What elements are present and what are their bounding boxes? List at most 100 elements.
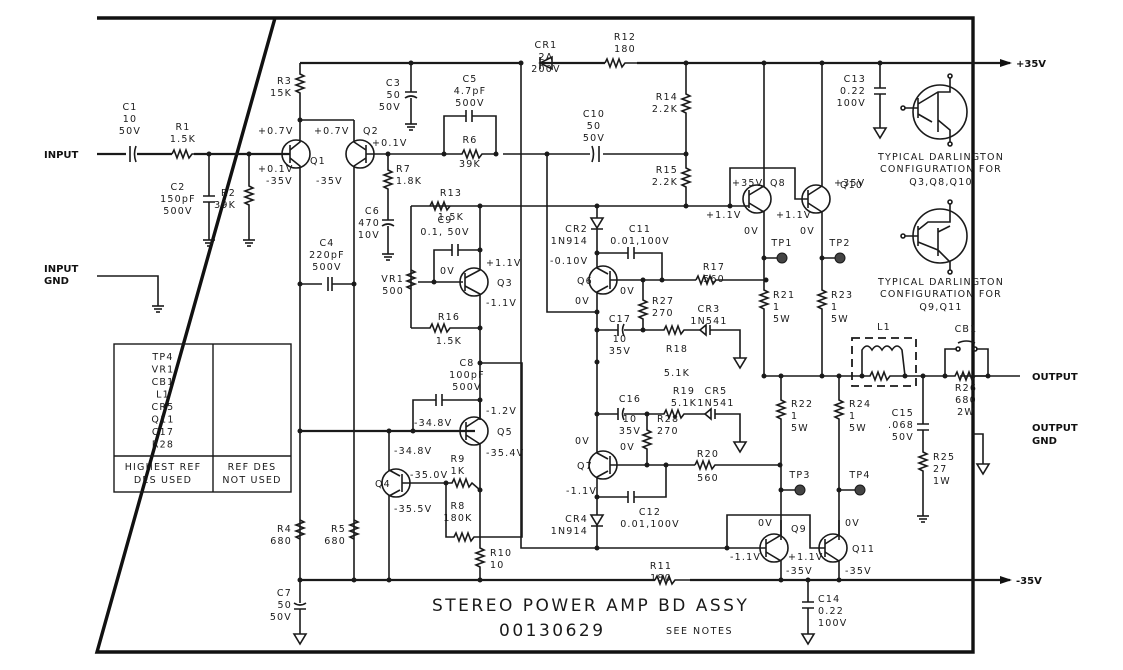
- component-label-r10: R10: [490, 548, 512, 559]
- component-label-cr1: CR1: [535, 40, 558, 51]
- board-frame: [94, 16, 975, 654]
- voltage-label-q11-out: -35V: [845, 566, 872, 577]
- component-label-c6: 10V: [358, 230, 380, 241]
- component-label-c6: C6: [365, 206, 380, 217]
- ref-table-entry: CB1: [152, 377, 175, 388]
- component-label-r26: R26: [955, 383, 977, 394]
- component-label-c16: C16: [619, 394, 641, 405]
- resistor-R17: [695, 273, 766, 287]
- voltage-label-q3-b: 0V: [440, 266, 455, 277]
- voltage-label-q5-b: -34.8V: [414, 418, 452, 429]
- resistor-R24: [832, 376, 846, 540]
- transistor-Q3: [459, 206, 489, 328]
- capacitor-C16: [597, 407, 705, 421]
- component-label-r15: 2.2K: [652, 177, 678, 188]
- component-label-c16: 10: [623, 414, 638, 425]
- transistor-Q10: [794, 63, 831, 258]
- voltage-label-q1-b: +0.1V: [258, 164, 294, 175]
- ref-des-table: [113, 343, 292, 493]
- component-label-c13: 0.22: [840, 86, 866, 97]
- ref-table-entry: Q11: [151, 415, 174, 426]
- component-label-r20: R20: [697, 449, 719, 460]
- resistor-R14-R15: [679, 63, 693, 206]
- component-label-c5: 500V: [455, 98, 484, 109]
- resistor-R28: [640, 414, 654, 465]
- ref-table-entry: TP4: [151, 352, 173, 363]
- capacitor-C15: [916, 376, 930, 508]
- terminal-output: OUTPUT: [1032, 372, 1078, 383]
- component-label-c6: 470: [358, 218, 380, 229]
- component-label-r9: 1K: [451, 466, 466, 477]
- terminal-input-gnd: GND: [44, 276, 69, 287]
- transistor-label-q7: Q7: [577, 461, 593, 472]
- component-label-r10: 10: [490, 560, 505, 571]
- component-label-c3: C3: [386, 78, 401, 89]
- diode-CR1: [538, 55, 553, 71]
- transistor-label-q2: Q2: [363, 126, 379, 137]
- component-label-c12: 0.01,100V: [620, 519, 680, 530]
- circuit-breaker-CB1: [944, 340, 989, 376]
- component-label-c8: 100pF: [449, 370, 485, 381]
- component-label-r21: R21: [773, 290, 795, 301]
- component-label-cr4: 1N914: [551, 526, 588, 537]
- voltage-label-q6-b: 0V: [620, 286, 635, 297]
- resistor-R21: [757, 258, 771, 376]
- voltage-label-q9-b: -1.1V: [730, 552, 761, 563]
- resistor-R23: [815, 258, 829, 376]
- voltage-label-q5-e: -35.4V: [486, 448, 524, 459]
- component-label-c1: 50V: [119, 126, 141, 137]
- ref-table-header: DES USED: [134, 475, 192, 486]
- voltage-label-q4-c: -34.8V: [394, 446, 432, 457]
- capacitor-C12: [597, 465, 667, 503]
- component-label-r22: 5W: [791, 423, 809, 434]
- component-label-c4: C4: [319, 238, 334, 249]
- voltage-label-q8-b: +1.1V: [706, 210, 742, 221]
- resistor-R1: [171, 147, 194, 161]
- transistor-Q9: [727, 520, 789, 580]
- voltage-label-q7-c: 0V: [575, 436, 590, 447]
- component-label-r19: 5.1K: [671, 398, 697, 409]
- component-label-c16: 35V: [619, 426, 641, 437]
- transistor-label-q5: Q5: [497, 427, 513, 438]
- component-label-r26: 2W: [957, 407, 975, 418]
- voltage-label-q11-c: 0V: [845, 518, 860, 529]
- component-label-cr2: CR2: [565, 224, 588, 235]
- component-label-l1: L1: [877, 322, 891, 333]
- component-label-c7: C7: [277, 588, 292, 599]
- diode-CR2: [589, 206, 605, 253]
- component-label-r15: R15: [656, 165, 678, 176]
- transistor-label-q4: Q4: [375, 479, 391, 490]
- ref-table-header: REF DES: [228, 462, 277, 473]
- capacitor-C17: [596, 312, 700, 362]
- component-label-c14: 100V: [818, 618, 847, 629]
- terminal-pos-supply: +35V: [1016, 59, 1046, 70]
- component-label-r14: 2.2K: [652, 104, 678, 115]
- resistor-R20: [694, 458, 780, 472]
- component-label-cr4: CR4: [565, 514, 588, 525]
- capacitor-C10: [591, 145, 600, 163]
- component-label-c13: 100V: [837, 98, 866, 109]
- component-label-r5: R5: [331, 524, 346, 535]
- component-label-c8: 500V: [452, 382, 481, 393]
- component-label-r17: 560: [703, 274, 725, 285]
- component-label-c2: C2: [170, 182, 185, 193]
- component-label-r13: 1.5K: [438, 212, 464, 223]
- transistor-Q7: [588, 414, 695, 497]
- terminal-input: INPUT: [44, 150, 79, 161]
- component-label-c17: C17: [609, 314, 631, 325]
- component-label-r2: 39K: [214, 200, 236, 211]
- transistor-label-q11: Q11: [852, 544, 875, 555]
- resistor-R2: [242, 154, 256, 232]
- ref-table-entry: VR1: [152, 365, 175, 376]
- component-label-r19: R19: [673, 386, 695, 397]
- capacitor-C11: [597, 247, 663, 280]
- resistor-R22: [774, 376, 788, 540]
- component-label-r5: 680: [324, 536, 346, 547]
- component-label-r11: 180: [650, 573, 672, 584]
- ref-table-entry: L1: [156, 390, 170, 401]
- component-label-r6: 39K: [459, 159, 481, 170]
- capacitor-C3: [404, 63, 418, 116]
- component-label-c14: 0.22: [818, 606, 844, 617]
- component-label-c4: 500V: [312, 262, 341, 273]
